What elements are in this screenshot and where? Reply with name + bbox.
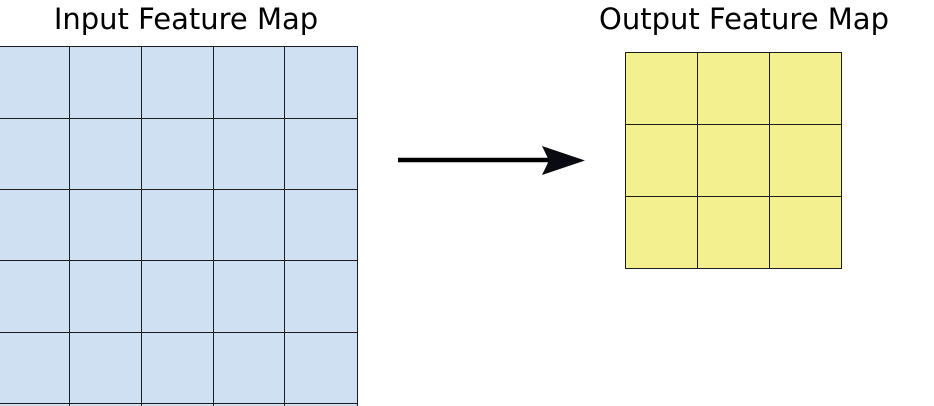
grid-cell — [140, 117, 215, 191]
grid-cell — [284, 403, 358, 406]
grid-cell — [284, 260, 358, 334]
grid-cell — [212, 331, 286, 405]
grid-cell — [0, 331, 71, 405]
grid-cell — [284, 189, 358, 262]
grid-cell — [625, 52, 699, 126]
grid-cell — [212, 260, 286, 334]
grid-cell — [284, 331, 358, 405]
arrow-head — [542, 146, 585, 175]
grid-cell — [69, 46, 143, 120]
grid-cell — [0, 46, 71, 120]
grid-cell — [140, 189, 215, 262]
input-feature-map-grid — [0, 46, 358, 406]
arrow-right-icon — [398, 146, 585, 175]
grid-cell — [140, 331, 215, 405]
output-feature-map-grid — [625, 52, 842, 269]
grid-cell — [0, 189, 71, 262]
grid-cell — [69, 189, 143, 262]
grid-cell — [768, 195, 842, 269]
grid-cell — [0, 260, 71, 334]
grid-cell — [0, 117, 71, 191]
grid-cell — [212, 117, 286, 191]
output-feature-map-title: Output Feature Map — [599, 2, 889, 36]
grid-cell — [140, 260, 215, 334]
grid-cell — [284, 117, 358, 191]
grid-cell — [696, 52, 771, 126]
grid-cell — [212, 189, 286, 262]
grid-cell — [140, 46, 215, 120]
grid-cell — [625, 123, 699, 198]
grid-cell — [69, 260, 143, 334]
grid-cell — [768, 52, 842, 126]
grid-cell — [69, 117, 143, 191]
grid-cell — [696, 195, 771, 269]
grid-cell — [696, 123, 771, 198]
input-feature-map-title: Input Feature Map — [53, 2, 319, 36]
grid-cell — [212, 46, 286, 120]
grid-cell — [768, 123, 842, 198]
grid-cell — [625, 195, 699, 269]
grid-cell — [69, 331, 143, 405]
grid-cell — [284, 46, 358, 120]
